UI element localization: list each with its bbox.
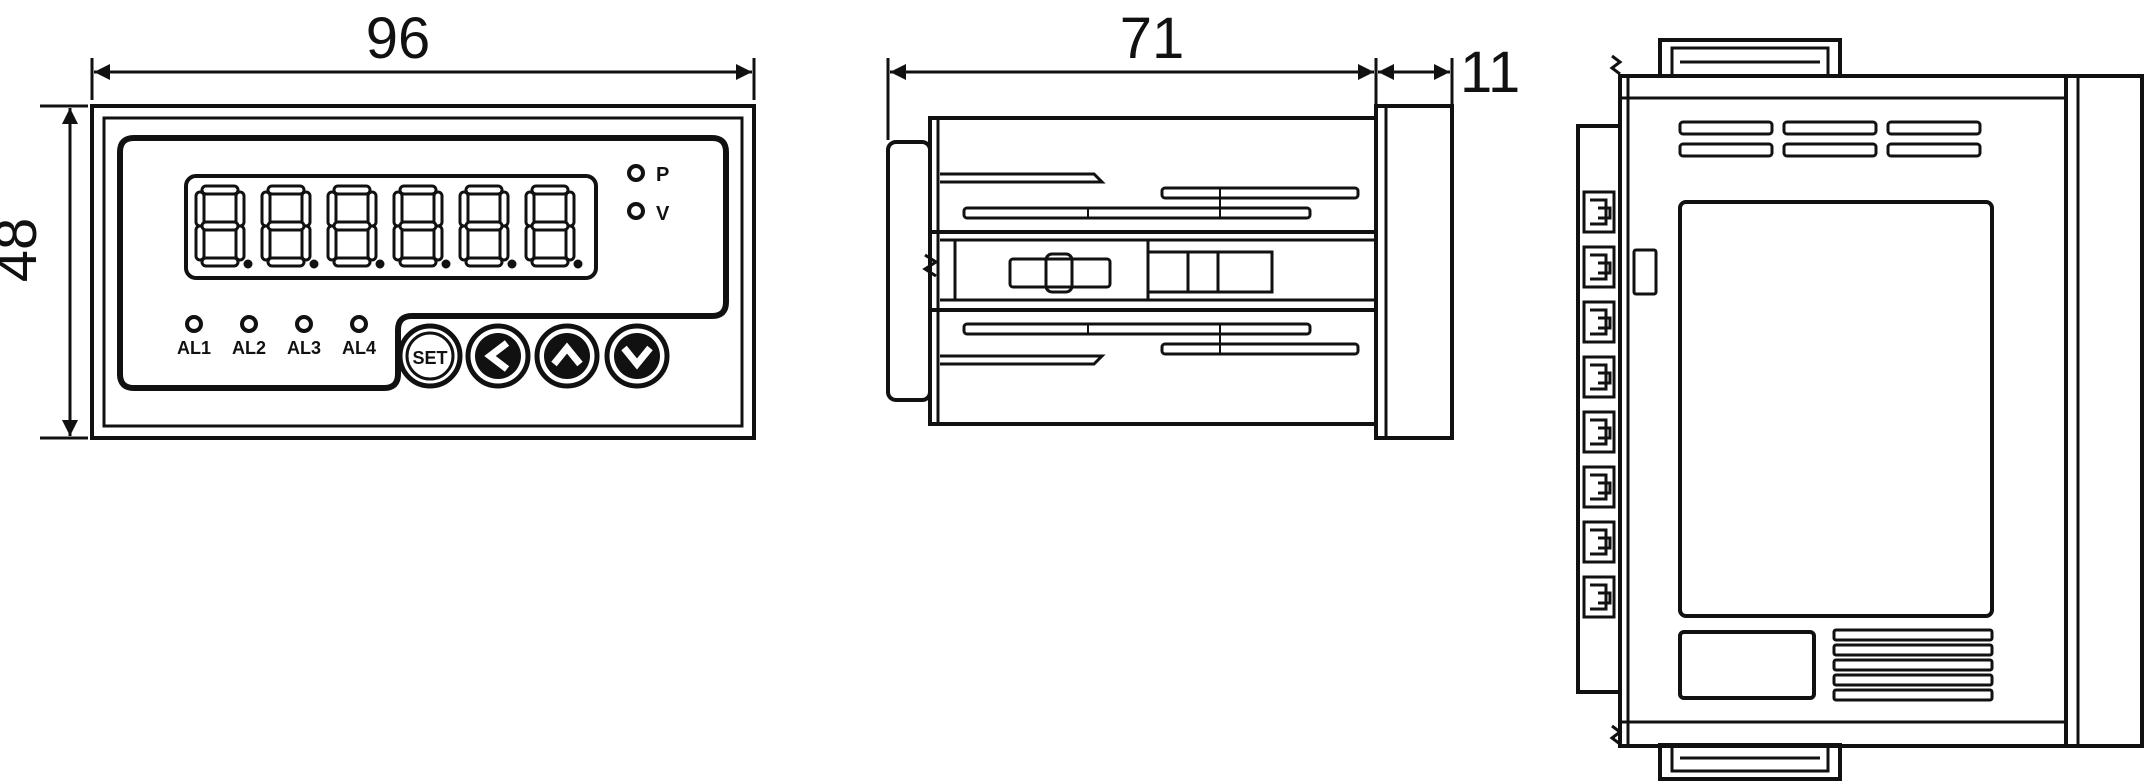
digit-panel — [184, 174, 598, 280]
v-indicator-label: V — [656, 203, 670, 225]
bezel-depth-label: 11 — [1460, 40, 1520, 105]
set-button: SET — [397, 323, 463, 389]
p-indicator-label: P — [656, 164, 669, 186]
front-inner-frame — [102, 116, 744, 428]
depth-dimension-label: 71 — [1120, 6, 1185, 71]
al2-label: AL2 — [232, 338, 266, 358]
seven-segment-display — [194, 184, 583, 269]
al1-led — [185, 315, 203, 333]
al2-led — [240, 315, 258, 333]
terminal-7 — [1582, 520, 1616, 564]
display-window — [117, 135, 729, 391]
width-dimension — [90, 58, 756, 100]
digit-4 — [392, 184, 451, 269]
terminal-3 — [1582, 300, 1616, 344]
top-small-panel — [1678, 630, 1816, 700]
top-mounting-clip — [1658, 38, 1842, 78]
width-dimension-label: 96 — [366, 6, 431, 71]
bottom-vents — [1832, 628, 1994, 702]
top-bezel — [2064, 74, 2144, 748]
terminal-8 — [1582, 575, 1616, 619]
chevron-down-icon — [621, 345, 653, 370]
terminal-4 — [1582, 355, 1616, 399]
v-indicator-led — [627, 202, 645, 220]
digit-1 — [194, 184, 253, 269]
side-bezel — [1374, 104, 1454, 440]
terminal-2 — [1582, 245, 1616, 289]
digit-6 — [524, 184, 583, 269]
side-view: 71 11 — [886, 6, 1520, 440]
top-label-area — [1678, 200, 1994, 618]
digit-5 — [458, 184, 517, 269]
left-arrow-button — [465, 323, 531, 389]
top-view — [1576, 38, 2144, 781]
front-bezel — [90, 104, 756, 440]
height-dimension — [40, 104, 88, 440]
al4-label: AL4 — [342, 338, 376, 358]
chevron-up-icon — [551, 342, 583, 367]
side-housing — [928, 116, 1378, 426]
chevron-left-icon — [484, 340, 510, 372]
height-dimension-label: 48 — [0, 218, 49, 283]
terminal-block — [1576, 124, 1622, 694]
al4-led — [350, 315, 368, 333]
set-button-label: SET — [412, 348, 447, 368]
depth-dimension — [886, 58, 1454, 140]
up-arrow-button — [534, 323, 600, 389]
down-arrow-button — [604, 323, 670, 389]
al3-label: AL3 — [287, 338, 321, 358]
bottom-mounting-clip — [1658, 743, 1842, 781]
terminal-screws — [1582, 190, 1616, 619]
terminal-1 — [1582, 190, 1616, 234]
front-view: 96 48 P V AL1 AL2 AL3 AL4 — [0, 6, 756, 440]
digit-3 — [326, 184, 385, 269]
side-rear-connector — [886, 140, 932, 402]
p-indicator-led — [627, 164, 645, 182]
terminal-5 — [1582, 410, 1616, 454]
al1-label: AL1 — [177, 338, 211, 358]
digit-2 — [260, 184, 319, 269]
terminal-6 — [1582, 465, 1616, 509]
top-vents — [1678, 120, 1982, 158]
al3-led — [295, 315, 313, 333]
